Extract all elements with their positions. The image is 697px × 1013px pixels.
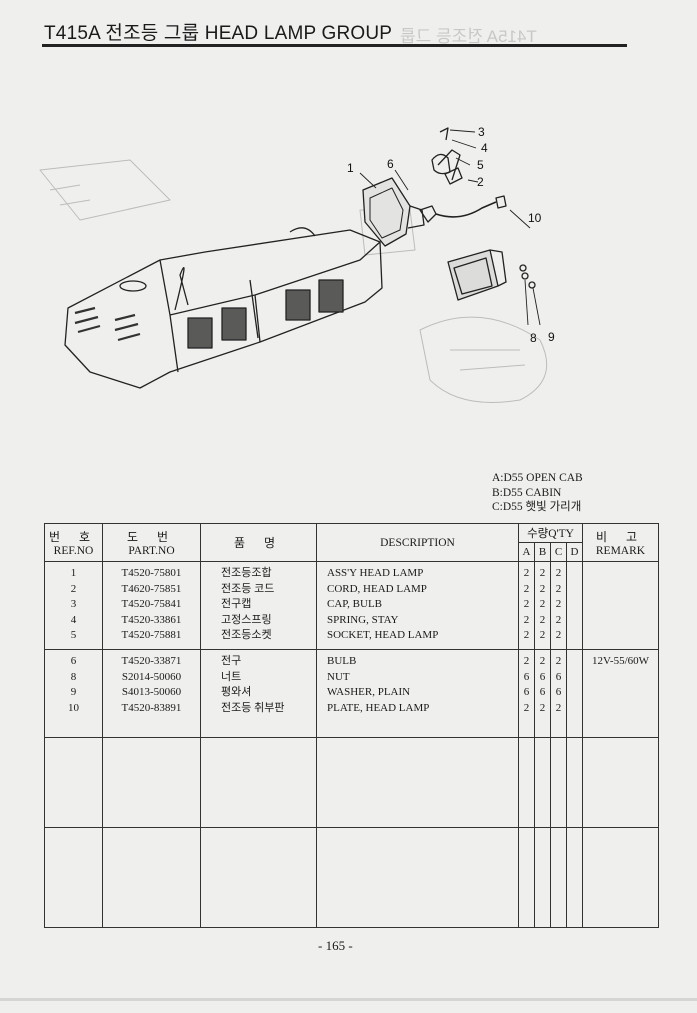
legend-b: B:D55 CABIN — [492, 486, 562, 499]
table-group-2: 6 8 9 10 T4520-33871 S2014-50060 S4013-5… — [44, 649, 659, 738]
qty-b: 2 — [539, 582, 546, 595]
table-row-desc: PLATE, HEAD LAMP — [327, 701, 430, 714]
qty-b: 2 — [539, 567, 546, 579]
qty-a: 6 — [523, 686, 530, 698]
page-title: T415A 전조등 그룹 HEAD LAMP GROUP — [44, 23, 393, 44]
callout-1: 1 — [347, 161, 354, 175]
callout-8: 8 — [530, 331, 537, 345]
table-row-ref: 9 — [70, 686, 77, 698]
qty-c: 2 — [555, 598, 562, 610]
legend-c: C:D55 햇빛 가리개 — [492, 501, 582, 513]
qty-c: 2 — [555, 582, 562, 595]
table-group-1: 1 2 3 4 5 T4520-75801 T4620-75851 T4520-… — [44, 561, 659, 650]
table-row-ref: 3 — [70, 598, 77, 610]
qty-c: 2 — [555, 613, 562, 626]
callout-5: 5 — [477, 158, 484, 172]
callout-2: 2 — [477, 175, 484, 189]
parts-table: 번 호 REF.NO 도 번 PART.NO 품 명 DESCRIPTION 수… — [44, 523, 659, 928]
table-row-name: 평와셔 — [221, 686, 252, 698]
qty-a: 2 — [523, 701, 530, 714]
table-row-ref: 4 — [70, 613, 77, 626]
model-legend: A:D55 OPEN CAB B:D55 CABIN C:D55 햇빛 가리개 — [492, 471, 583, 515]
table-row-ref: 8 — [70, 670, 77, 683]
callout-9: 9 — [548, 330, 555, 344]
table-row-part: T4520-33861 — [121, 613, 182, 626]
table-row-name: 전조등 코드 — [221, 582, 275, 595]
table-row-part: T4520-75881 — [121, 629, 182, 641]
qty-b: 6 — [539, 670, 546, 683]
qty-a: 2 — [523, 613, 530, 626]
qty-col-c: C — [550, 542, 567, 562]
table-row-desc: CAP, BULB — [327, 598, 383, 610]
headlamp-assembly — [362, 177, 411, 247]
table-row-ref: 1 — [70, 567, 77, 579]
table-row-name: 전조등 취부판 — [221, 701, 285, 714]
table-row-part: T4620-75851 — [121, 582, 182, 595]
title-rule — [42, 44, 627, 47]
table-row-part: T4520-83891 — [121, 701, 182, 714]
qty-header: 수량Q'TY — [518, 523, 583, 543]
qty-col-d: D — [566, 542, 583, 562]
qty-col-b: B — [534, 542, 551, 562]
table-row-name: 전구 — [221, 655, 242, 667]
qty-a: 2 — [523, 567, 530, 579]
table-row-ref: 6 — [70, 655, 77, 667]
qty-a: 6 — [523, 670, 530, 683]
table-row-ref: 10 — [68, 701, 79, 714]
qty-b: 2 — [539, 613, 546, 626]
table-group-empty-2 — [44, 827, 659, 928]
qty-b: 2 — [539, 598, 546, 610]
remark-bulb-rating: 12V-55/60W — [591, 655, 650, 667]
qty-col-a: A — [518, 542, 535, 562]
qty-a: 2 — [523, 582, 530, 595]
qty-c: 2 — [555, 701, 562, 714]
table-row-name: 전구캡 — [221, 598, 252, 610]
qty-b: 2 — [539, 629, 546, 641]
part-header: 도 번 PART.NO — [102, 523, 201, 562]
table-row-name: 전조등조합 — [221, 567, 272, 579]
table-row-desc: NUT — [327, 670, 350, 683]
callout-6: 6 — [387, 157, 394, 171]
table-row-ref: 5 — [70, 629, 77, 641]
table-row-desc: SOCKET, HEAD LAMP — [327, 629, 439, 641]
table-row-name: 고정스프링 — [221, 613, 272, 626]
qty-c: 2 — [555, 655, 562, 667]
table-group-empty-1 — [44, 737, 659, 828]
ref-header: 번 호 REF.NO — [44, 523, 103, 562]
callout-3: 3 — [478, 125, 485, 139]
table-row-name: 전조등소켓 — [221, 629, 272, 641]
callout-4: 4 — [481, 141, 488, 155]
hood-outline — [64, 229, 383, 389]
name-header: 품 명 — [200, 523, 317, 562]
legend-a: A:D55 OPEN CAB — [492, 472, 583, 484]
table-row-name: 너트 — [221, 670, 242, 683]
table-row-part: S2014-50060 — [121, 670, 182, 683]
table-row-desc: SPRING, STAY — [327, 613, 399, 626]
qty-a: 2 — [523, 655, 530, 667]
table-row-part: S4013-50060 — [121, 686, 182, 698]
table-row-part: T4520-75841 — [121, 598, 182, 610]
qty-c: 6 — [555, 670, 562, 683]
callout-10: 10 — [528, 211, 542, 225]
bottom-edge — [0, 998, 697, 1001]
qty-c: 2 — [555, 629, 562, 641]
table-row-desc: ASS'Y HEAD LAMP — [327, 567, 424, 579]
page-number: - 165 - — [318, 938, 353, 953]
qty-b: 2 — [539, 701, 546, 714]
table-row-ref: 2 — [70, 582, 77, 595]
table-row-part: T4520-33871 — [121, 655, 182, 667]
qty-c: 2 — [555, 567, 562, 579]
table-row-desc: BULB — [327, 655, 357, 667]
table-row-part: T4520-75801 — [121, 567, 182, 579]
remark-header: 비 고 REMARK — [582, 523, 659, 562]
qty-b: 2 — [539, 655, 546, 667]
head-lamp-exploded-diagram: 1 6 3 4 5 2 10 8 9 — [39, 125, 555, 403]
qty-a: 2 — [523, 598, 530, 610]
table-row-desc: WASHER, PLAIN — [327, 686, 411, 698]
qty-c: 6 — [555, 686, 562, 698]
table-row-desc: CORD, HEAD LAMP — [327, 582, 427, 595]
qty-a: 2 — [523, 629, 530, 641]
qty-b: 6 — [539, 686, 546, 698]
description-header: DESCRIPTION — [316, 523, 519, 562]
